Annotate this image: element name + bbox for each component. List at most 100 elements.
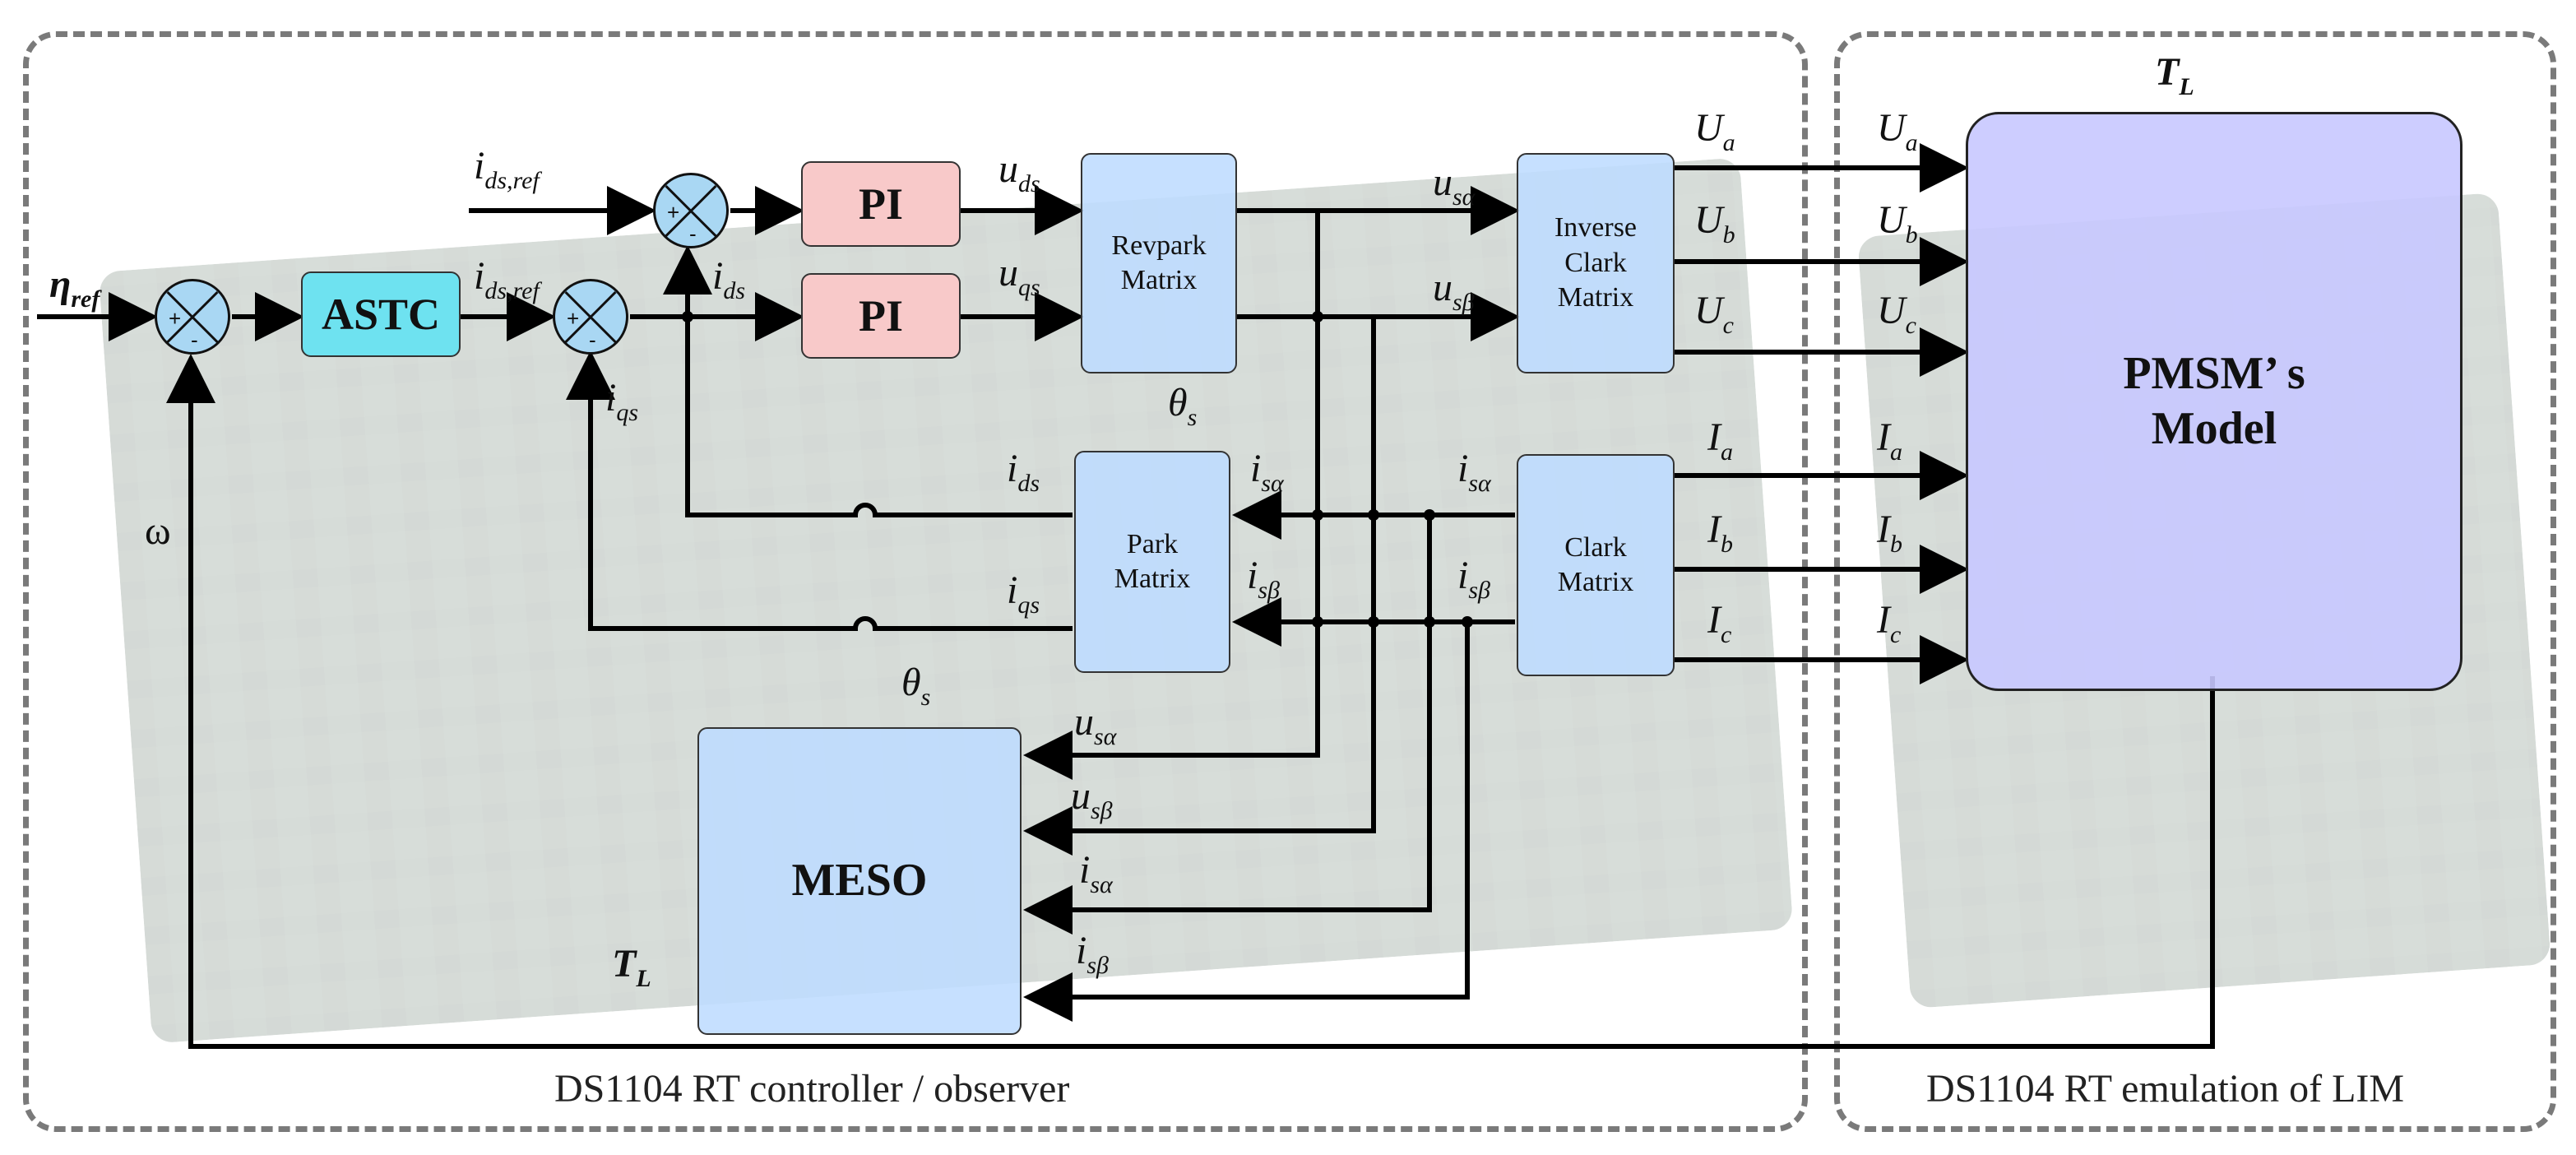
junction-dot — [1312, 311, 1323, 322]
theta-top-sub: s — [1187, 404, 1198, 431]
theta-top-main: θ — [1168, 381, 1188, 424]
isa-meso-label: isα — [1079, 851, 1113, 898]
ids-ref-top-main: i — [474, 144, 485, 188]
tl-meso-label: TL — [612, 944, 651, 991]
ua-left-label: Ua — [1694, 109, 1735, 155]
usa-meso-label: usα — [1074, 703, 1116, 749]
ids-ref-astc-main: i — [474, 254, 485, 298]
emulation-region-label: DS1104 RT emulation of LIM — [1926, 1067, 2405, 1111]
meso-block: MESO — [697, 727, 1022, 1035]
minus-sign: - — [689, 221, 697, 246]
ib-right-label: Ib — [1877, 510, 1902, 557]
ib-l-sub: b — [1720, 531, 1733, 558]
ib-left-label: Ib — [1707, 510, 1733, 557]
usa-top-main: u — [1433, 160, 1452, 204]
isa-park-label: isα — [1250, 449, 1284, 496]
isb-meso-main: i — [1076, 929, 1087, 972]
tl-pmsm-sub: L — [2179, 73, 2194, 100]
ua-right-label: Ua — [1877, 109, 1918, 155]
isa-clark-sub: sα — [1468, 470, 1491, 497]
ub-right-label: Ub — [1877, 201, 1918, 248]
theta-meso-sub: s — [920, 684, 931, 711]
iqs-fb-main: i — [605, 376, 617, 420]
isb-meso-label: isβ — [1076, 931, 1109, 978]
junction-dot — [1424, 509, 1435, 521]
ic-l-main: I — [1707, 598, 1721, 642]
wire-ids-feedback — [663, 245, 1073, 517]
usb-top-label: usβ — [1433, 268, 1475, 315]
tl-pmsm-label: TL — [2155, 53, 2194, 100]
iqs-fb-sub: qs — [616, 399, 639, 426]
ic-left-label: Ic — [1707, 601, 1731, 647]
ids-park-sub: ds — [1017, 470, 1040, 497]
ua-l-sub: a — [1722, 129, 1735, 156]
usb-meso-sub: sβ — [1091, 797, 1113, 824]
ids-park-main: i — [1007, 447, 1018, 490]
ia-l-sub: a — [1720, 438, 1733, 466]
wire-usa-meso — [1023, 211, 1320, 780]
d-current-sum-junction: + - — [653, 173, 729, 248]
usb-top-main: u — [1433, 266, 1452, 309]
isb-park-sub: sβ — [1258, 577, 1280, 604]
uc-r-main: U — [1877, 289, 1906, 332]
minus-sign: - — [589, 327, 596, 352]
iqs-park-sub: qs — [1017, 591, 1040, 619]
theta-top-label: θs — [1168, 383, 1197, 430]
pi-d-block: PI — [801, 161, 961, 247]
isb-meso-sub: sβ — [1086, 952, 1109, 979]
ic-r-sub: c — [1889, 621, 1902, 648]
wire-isa-meso — [1023, 515, 1432, 935]
uqs-label: uqs — [998, 253, 1040, 300]
minus-sign: - — [191, 327, 198, 352]
pmsm-model-block: PMSM’ s Model — [1966, 112, 2462, 691]
tl-meso-main: T — [612, 942, 637, 986]
ic-right-label: Ic — [1877, 601, 1901, 647]
usb-meso-main: u — [1071, 774, 1091, 818]
isa-meso-sub: sα — [1090, 871, 1113, 898]
ids-fb-main: i — [712, 254, 724, 298]
ia-left-label: Ia — [1707, 418, 1733, 465]
plus-sign: + — [567, 306, 580, 331]
usb-meso-label: usβ — [1071, 777, 1113, 823]
usa-meso-main: u — [1074, 700, 1094, 744]
junction-dot — [1312, 509, 1323, 521]
isa-park-sub: sα — [1261, 470, 1284, 497]
junction-dot — [1368, 509, 1379, 521]
isb-park-label: isβ — [1247, 556, 1280, 603]
speed-sum-junction: + - — [155, 279, 230, 355]
iqs-park-main: i — [1007, 568, 1018, 612]
uds-sub: ds — [1018, 170, 1040, 197]
junction-dot — [1424, 616, 1435, 628]
ua-l-main: U — [1694, 106, 1723, 150]
ia-r-sub: a — [1889, 438, 1902, 466]
junction-dot — [1312, 616, 1323, 628]
isa-clark-main: i — [1457, 447, 1469, 490]
ub-r-sub: b — [1905, 221, 1918, 248]
theta-meso-main: θ — [901, 661, 921, 704]
theta-meso-label: θs — [901, 663, 930, 710]
junction-dot — [1462, 616, 1473, 628]
uqs-main: u — [998, 251, 1018, 295]
usa-meso-sub: sα — [1094, 723, 1117, 750]
astc-block: ASTC — [301, 271, 461, 357]
ic-r-main: I — [1877, 598, 1890, 642]
controller-region-label: DS1104 RT controller / observer — [554, 1067, 1070, 1111]
ib-r-main: I — [1877, 508, 1890, 551]
ids-ref-astc-label: ids,ref — [474, 257, 540, 304]
ub-left-label: Ub — [1694, 201, 1735, 248]
junction-dot — [682, 311, 693, 322]
isa-clark-label: isα — [1457, 449, 1491, 496]
uds-main: u — [998, 147, 1018, 191]
inverse-clark-matrix-block: Inverse Clark Matrix — [1517, 153, 1675, 373]
eta-ref-label: ηref — [49, 265, 100, 312]
plus-sign: + — [667, 200, 680, 225]
uc-l-main: U — [1694, 289, 1723, 332]
controller-region — [23, 31, 1808, 1132]
ids-feedback-label: ids — [712, 257, 745, 304]
park-matrix-block: Park Matrix — [1074, 451, 1230, 673]
omega-label: ω — [145, 512, 171, 551]
revpark-matrix-block: Revpark Matrix — [1081, 153, 1237, 373]
uc-right-label: Uc — [1877, 291, 1916, 338]
iqs-park-label: iqs — [1007, 571, 1040, 618]
